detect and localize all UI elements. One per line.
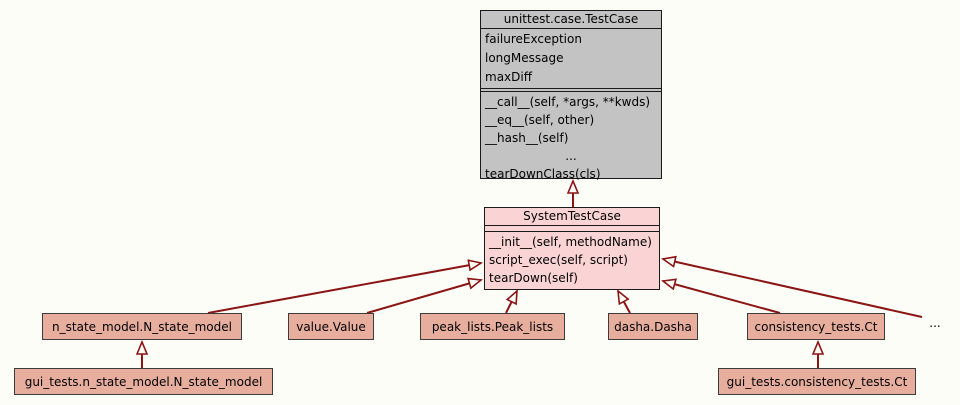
inheritance-arrow-dasha-to-system (618, 291, 631, 314)
class-label: dasha.Dasha (614, 319, 692, 334)
class-label: value.Value (296, 319, 366, 334)
method: tearDown(self) (489, 271, 578, 285)
class-box-value[interactable]: value.Value (288, 313, 374, 340)
class-label: n_state_model.N_state_model (52, 319, 232, 334)
inheritance-arrow-value-to-system (366, 280, 481, 314)
class-label: peak_lists.Peak_lists (431, 319, 554, 334)
class-label: consistency_tests.Ct (754, 319, 878, 334)
class-box-consistency-tests[interactable]: consistency_tests.Ct (747, 313, 885, 340)
method: __init__(self, methodName) (489, 235, 652, 249)
class-box-systemtestcase[interactable]: SystemTestCase __init__(self, methodName… (484, 207, 660, 290)
class-label: gui_tests.n_state_model.N_state_model (24, 374, 263, 389)
methods-ellipsis: ... (565, 149, 577, 163)
class-box-n-state-model[interactable]: n_state_model.N_state_model (42, 313, 242, 340)
attribute: maxDiff (485, 70, 532, 84)
inheritance-arrow-more-to-system (663, 259, 923, 318)
class-box-dasha[interactable]: dasha.Dasha (608, 313, 698, 340)
class-box-gui-consistency-tests[interactable]: gui_tests.consistency_tests.Ct (718, 368, 916, 395)
method: __hash__(self) (485, 131, 569, 145)
inheritance-arrow-ct-to-system (663, 281, 781, 314)
attributes-compartment-empty (485, 226, 659, 232)
methods-compartment: __call__(self, *args, **kwds) __eq__(sel… (481, 92, 661, 184)
method: __eq__(self, other) (485, 113, 595, 127)
inheritance-arrow-peak-to-system (505, 291, 517, 314)
more-classes-ellipsis: ... (929, 316, 941, 330)
method: script_exec(self, script) (489, 253, 628, 267)
method: __call__(self, *args, **kwds) (485, 95, 651, 109)
inheritance-arrow-nstate-to-system (207, 263, 481, 314)
class-box-unittest-testcase[interactable]: unittest.case.TestCase failureException … (480, 10, 662, 181)
class-title: unittest.case.TestCase (481, 11, 661, 29)
method: tearDownClass(cls) (485, 167, 601, 181)
compartment-divider (481, 89, 661, 92)
class-title: SystemTestCase (485, 208, 659, 226)
attributes-compartment: failureException longMessage maxDiff (481, 29, 661, 89)
class-label: gui_tests.consistency_tests.Ct (726, 374, 908, 389)
attribute: failureException (485, 32, 582, 46)
methods-compartment: __init__(self, methodName) script_exec(s… (485, 232, 659, 288)
attribute: longMessage (485, 51, 564, 65)
class-box-gui-n-state-model[interactable]: gui_tests.n_state_model.N_state_model (14, 368, 273, 395)
class-box-peak-lists[interactable]: peak_lists.Peak_lists (420, 313, 565, 340)
